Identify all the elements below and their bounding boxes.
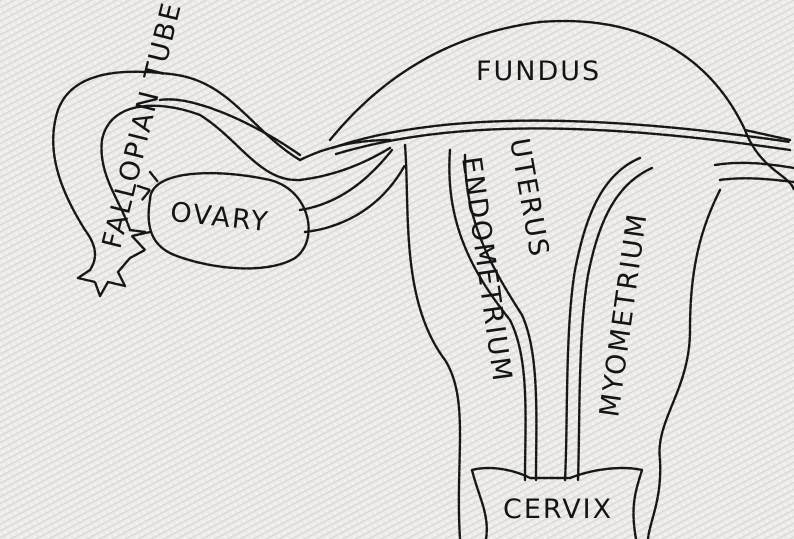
fundus-label: FUNDUS — [476, 56, 601, 87]
right-tube-stub — [713, 161, 794, 170]
fimbriae-small — [136, 170, 160, 202]
uterus-outline — [158, 19, 794, 192]
ovarian-ligament-2 — [303, 163, 407, 234]
endometrium-left-inner — [463, 153, 538, 482]
ovary-label: OVARY — [169, 197, 271, 238]
fundus-inner-line-2 — [334, 127, 792, 156]
ovarian-ligament — [298, 148, 394, 212]
fallopian-tube-inner — [100, 104, 392, 232]
endometrium-left-outer — [448, 148, 527, 482]
uterus-label: UTERUS — [503, 136, 555, 261]
fundus-inner-line — [330, 119, 792, 150]
uterus-left-wall — [403, 143, 462, 539]
cervix-outline — [470, 466, 644, 539]
fallopian-tube-outer — [52, 70, 302, 272]
uterus-right-wall — [646, 188, 722, 539]
endometrium-right-outer — [563, 156, 642, 482]
endometrium-right-inner — [576, 166, 654, 482]
right-tube-stub-2 — [718, 177, 794, 184]
ovary-outline — [147, 171, 310, 270]
cervix-label: CERVIX — [503, 494, 613, 525]
fallopian-tube-to-uterus — [298, 138, 392, 162]
fimbriae — [76, 228, 152, 298]
endometrium-label: ENDOMETRIUM — [455, 155, 517, 385]
myometrium-label: MYOMETRIUM — [594, 210, 653, 419]
